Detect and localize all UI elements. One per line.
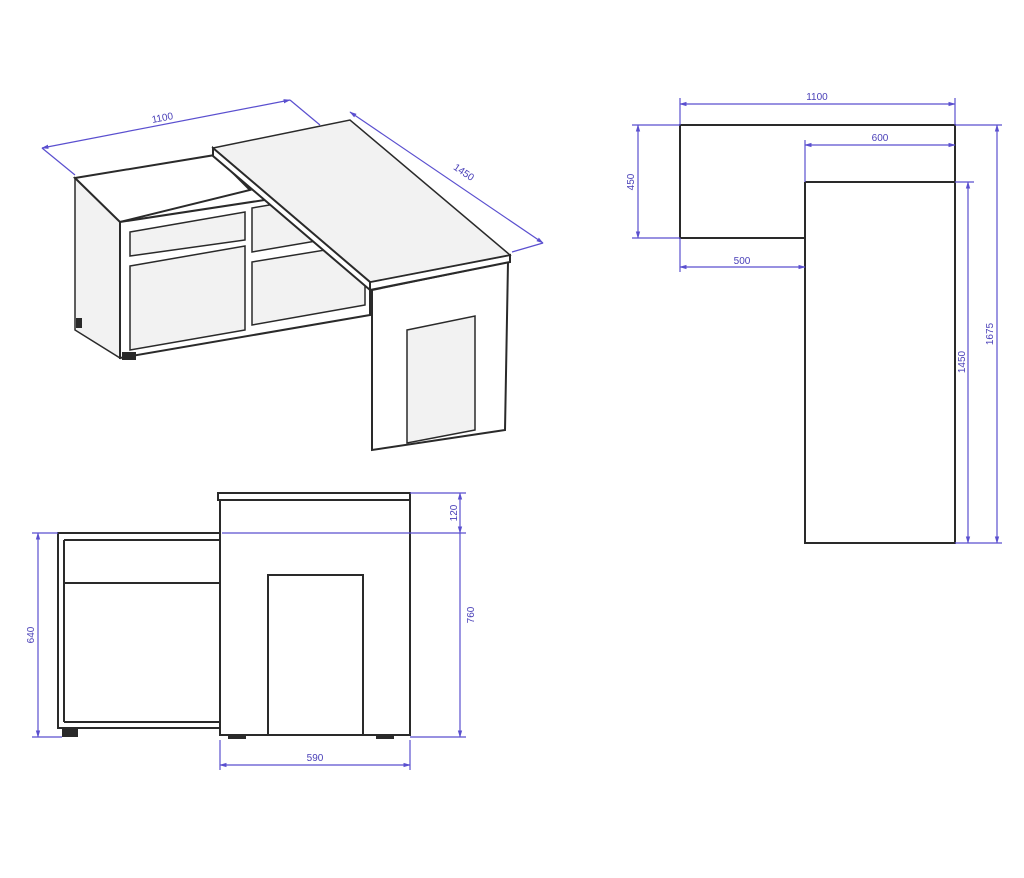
dimension-line — [41, 99, 291, 149]
extension-line — [41, 147, 76, 176]
foot — [62, 728, 78, 737]
desk-outline — [679, 124, 956, 544]
cabinet-height-label: 640 — [26, 626, 37, 643]
top-width-label: 1100 — [806, 92, 828, 103]
foot — [228, 735, 246, 739]
desktop — [217, 492, 411, 501]
left-compartment — [129, 245, 246, 351]
isometric-view: 1100 1450 — [41, 99, 544, 452]
desk-length-label: 1450 — [957, 350, 968, 373]
top-height-label: 120 — [449, 504, 460, 521]
foot — [122, 352, 136, 360]
total-length-label: 1675 — [985, 322, 996, 345]
foot — [76, 318, 82, 328]
top-view: 1100 600 450 500 1450 1675 — [626, 92, 1002, 544]
total-height-label: 760 — [466, 606, 477, 623]
top-inner-width-label: 600 — [872, 133, 889, 144]
extension-line — [511, 242, 544, 253]
foot — [376, 735, 394, 739]
iso-width-label: 1100 — [151, 111, 175, 126]
upper-shelf — [129, 211, 246, 257]
leg-door — [267, 574, 364, 736]
front-view: 120 760 640 590 — [26, 492, 477, 770]
offset-label: 500 — [734, 256, 751, 267]
cabinet — [57, 532, 223, 729]
leg-door — [406, 315, 476, 444]
lower-compartment — [251, 249, 366, 326]
iso-depth-label: 1450 — [451, 162, 476, 184]
desktop-side — [212, 145, 371, 293]
cabinet-top — [72, 153, 252, 224]
side-depth-label: 450 — [626, 173, 637, 190]
dimension-line — [349, 111, 544, 244]
desk-width-label: 590 — [307, 753, 324, 764]
extension-line — [289, 99, 321, 126]
